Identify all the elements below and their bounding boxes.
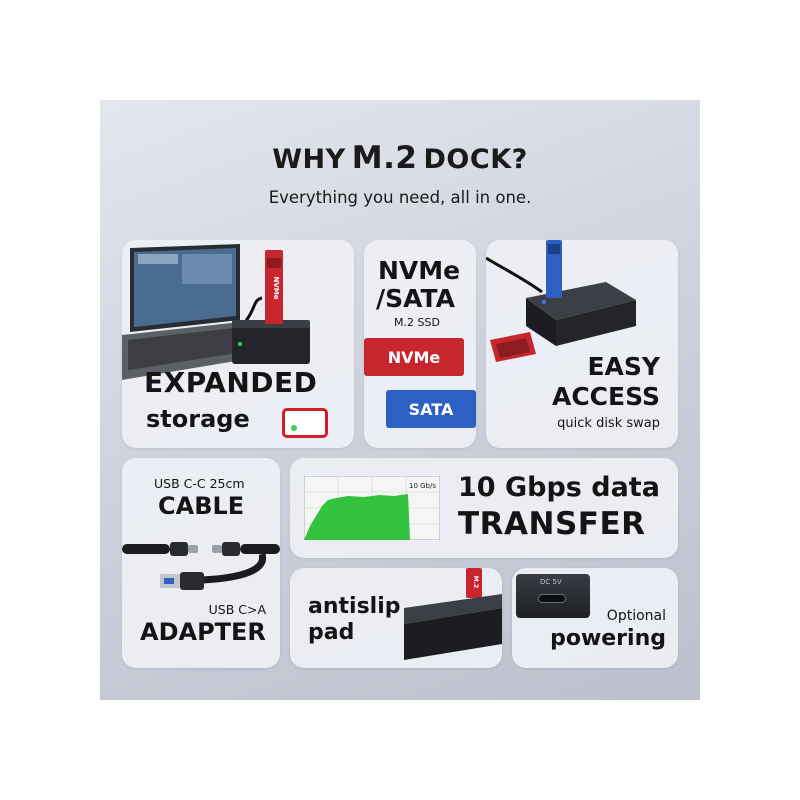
m2-ssd-label: M.2 SSD	[394, 316, 440, 329]
powering-headline: powering	[550, 626, 666, 651]
card-data-transfer: 10 Gb/s 10 Gbps data TRANSFER	[290, 458, 678, 558]
easy-headline: EASY	[587, 352, 660, 381]
graph-speed-label: 10 Gb/s	[409, 482, 436, 490]
laptop-dock-illustration: NVMe	[122, 244, 310, 380]
nvme-ssd-image: NVMe	[364, 338, 464, 376]
sata-headline: /SATA	[376, 284, 456, 313]
sata-ssd-badge: SATA	[408, 399, 454, 419]
cable-spec-label: USB C-C 25cm	[154, 476, 245, 491]
ssd-red-label: NVMe	[272, 277, 280, 300]
sata-ssd-image: SATA	[386, 390, 476, 428]
antislip-headline: antislip	[308, 594, 401, 619]
title-main: M.2	[351, 140, 418, 176]
page-subtitle: Everything you need, all in one.	[268, 188, 532, 207]
expanded-headline: EXPANDED	[144, 366, 318, 399]
transfer-headline: TRANSFER	[458, 506, 646, 542]
transfer-speed-graph: 10 Gb/s	[304, 476, 440, 540]
usb-cable-illustration	[122, 542, 280, 590]
card-optional-powering: DC 5V Optional powering	[512, 568, 678, 668]
pad-headline: pad	[308, 620, 355, 645]
nvme-ssd-badge: NVMe	[387, 347, 441, 367]
dc-port-label: DC 5V	[540, 578, 562, 586]
infographic-panel: WHY M.2 DOCK? Everything you need, all i…	[100, 100, 700, 700]
nvme-headline: NVMe	[378, 256, 461, 285]
cable-headline: CABLE	[158, 492, 245, 520]
page-title: WHY M.2 DOCK?	[100, 140, 700, 176]
card-nvme-sata: NVMe /SATA M.2 SSD NVMe SATA	[364, 240, 476, 448]
drive-icon	[282, 408, 328, 438]
title-prefix: WHY	[272, 144, 346, 175]
dc-port-illustration: DC 5V	[516, 574, 590, 618]
card-antislip-pad: antislip pad M.2	[290, 568, 502, 668]
usb-c-port-icon	[538, 594, 566, 603]
adapter-spec-label: USB C>A	[208, 602, 266, 617]
adapter-headline: ADAPTER	[140, 618, 266, 646]
quick-swap-label: quick disk swap	[557, 416, 660, 431]
dock-ssd-label: M.2	[472, 576, 479, 588]
dock-blue-ssd-illustration	[486, 240, 636, 362]
access-headline: ACCESS	[551, 382, 660, 411]
card-cable-adapter: USB C-C 25cm CABLE USB C>A ADAPTER	[122, 458, 280, 668]
card-expanded-storage: NVMe EXPANDED storage	[122, 240, 354, 448]
storage-label: storage	[146, 405, 250, 433]
title-suffix: DOCK?	[423, 144, 528, 175]
gbps-headline: 10 Gbps data	[458, 472, 660, 503]
card-easy-access: EASY ACCESS quick disk swap	[486, 240, 678, 448]
optional-label: Optional	[606, 608, 666, 624]
dock-bottom-illustration: M.2	[404, 568, 502, 660]
